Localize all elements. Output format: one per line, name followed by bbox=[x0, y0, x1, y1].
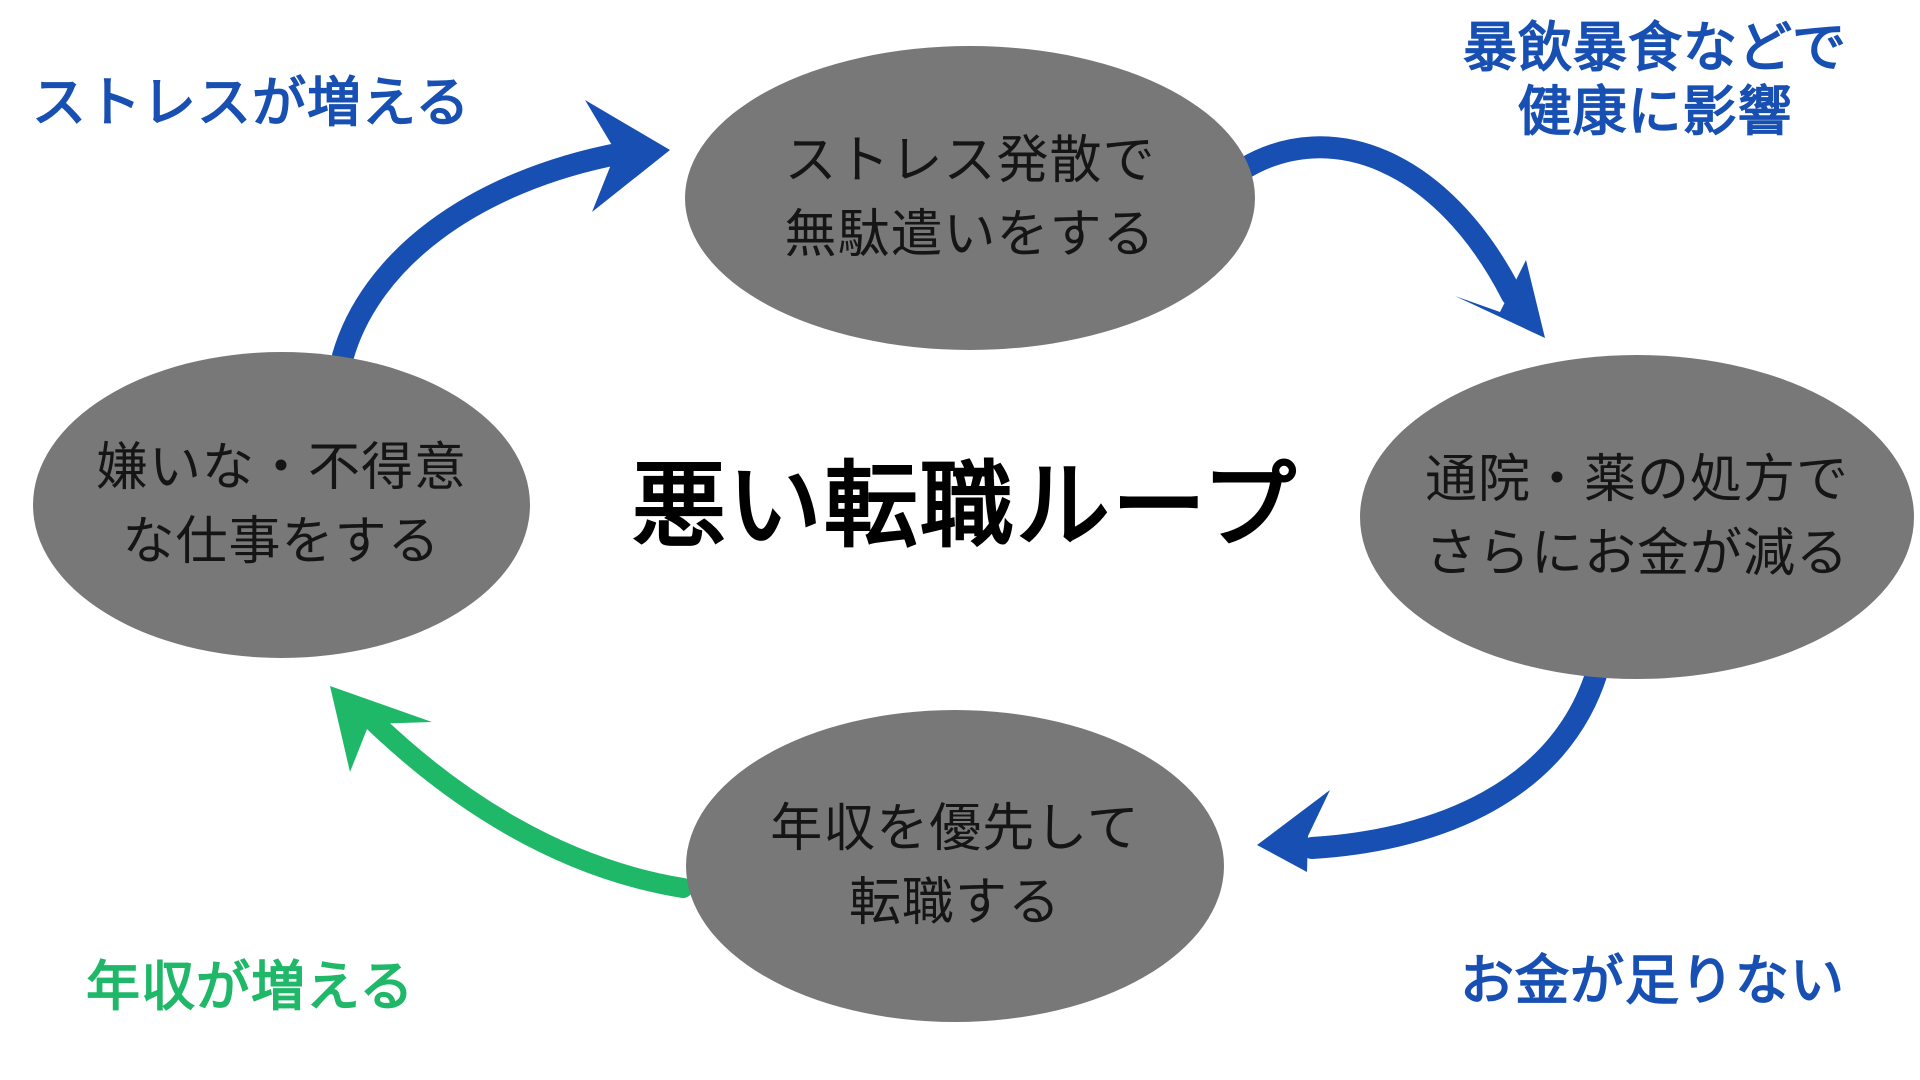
node-hospital-money: 通院・薬の処方で さらにお金が減る bbox=[1360, 355, 1914, 679]
node-hospital-money-text: 通院・薬の処方で さらにお金が減る bbox=[1425, 443, 1849, 591]
label-health-impact: 暴飲暴食などで 健康に影響 bbox=[1430, 16, 1880, 144]
arrow-bottom-to-left-head bbox=[330, 686, 432, 772]
label-health-impact-line1: 暴飲暴食などで bbox=[1463, 18, 1847, 78]
arrow-top-to-right-stroke bbox=[1234, 136, 1523, 306]
node-salary-job-change-line1: 年収を優先して bbox=[770, 800, 1140, 858]
node-salary-job-change-line2: 転職する bbox=[848, 874, 1061, 932]
arrow-left-to-top-head bbox=[585, 100, 670, 212]
arrow-left-to-top-stroke bbox=[332, 142, 633, 367]
label-stress-increases: ストレスが増える bbox=[32, 73, 471, 133]
node-stress-spending-line1: ストレス発散で bbox=[784, 132, 1156, 190]
node-hospital-money-line1: 通院・薬の処方で bbox=[1424, 451, 1849, 509]
arrow-right-to-bottom bbox=[1257, 661, 1608, 872]
arrow-right-to-bottom-head bbox=[1257, 790, 1330, 872]
label-health-impact-line2: 健康に影響 bbox=[1517, 82, 1793, 142]
node-disliked-work-line2: な仕事をする bbox=[122, 513, 441, 571]
node-salary-job-change-text: 年収を優先して 転職する bbox=[770, 792, 1139, 940]
arrow-bottom-to-left-stroke bbox=[362, 710, 693, 898]
arrow-left-to-top bbox=[332, 100, 670, 367]
arrow-right-to-bottom-stroke bbox=[1301, 661, 1608, 859]
label-salary-increases: 年収が増える bbox=[86, 957, 415, 1017]
node-stress-spending: ストレス発散で 無駄遣いをする bbox=[685, 46, 1255, 350]
arrow-top-to-right-head bbox=[1455, 260, 1545, 338]
node-disliked-work-text: 嫌いな・不得意 な仕事をする bbox=[96, 431, 467, 579]
node-disliked-work: 嫌いな・不得意 な仕事をする bbox=[33, 352, 530, 658]
arrow-top-to-right bbox=[1234, 136, 1545, 338]
arrow-bottom-to-left bbox=[330, 686, 693, 898]
node-stress-spending-text: ストレス発散で 無駄遣いをする bbox=[784, 124, 1155, 272]
node-salary-job-change: 年収を優先して 転職する bbox=[686, 710, 1224, 1022]
node-hospital-money-line2: さらにお金が減る bbox=[1424, 525, 1849, 583]
diagram-title: 悪い転職ループ bbox=[631, 453, 1299, 558]
label-not-enough-money: お金が足りない bbox=[1460, 951, 1845, 1011]
node-stress-spending-line2: 無駄遣いをする bbox=[784, 206, 1156, 264]
node-disliked-work-line1: 嫌いな・不得意 bbox=[95, 439, 467, 497]
